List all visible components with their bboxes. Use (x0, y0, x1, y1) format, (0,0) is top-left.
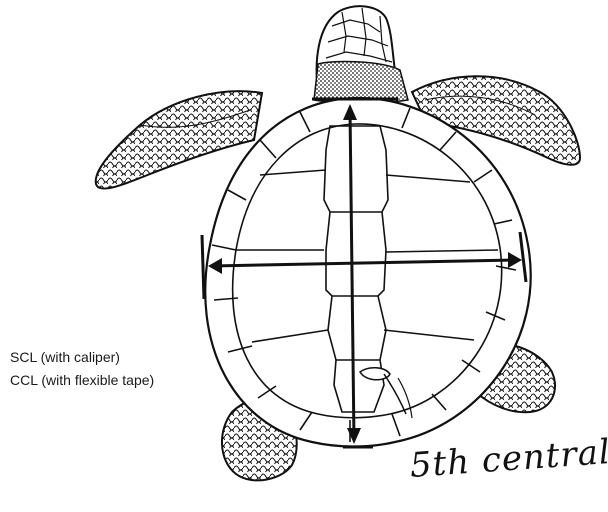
carapace (205, 98, 530, 447)
turtle-head (314, 6, 408, 103)
scl-label: SCL (with caliper) (10, 349, 120, 365)
ccl-label: CCL (with flexible tape) (10, 372, 154, 388)
